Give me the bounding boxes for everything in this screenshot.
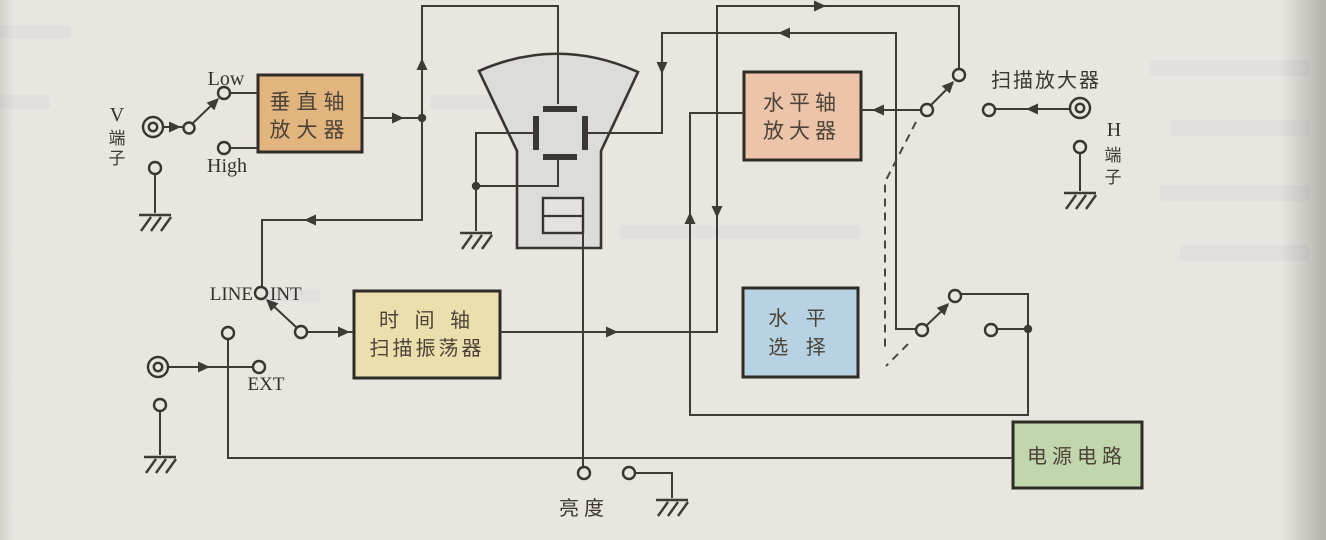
upper-switch-pivot — [919, 102, 935, 118]
crt — [477, 52, 640, 250]
wire-line-to-power — [227, 339, 1013, 459]
h-ground-terminal — [1072, 139, 1088, 155]
vertical-amplifier-label-1: 垂直轴 — [270, 91, 351, 114]
time-base-oscillator-box — [352, 289, 502, 380]
wire-timebase-output — [500, 5, 960, 333]
sweep-amplifier-label: 扫描放大器 — [991, 69, 1101, 92]
v-terminal-label-duan: 端 — [109, 129, 126, 148]
ext-input-connector — [146, 355, 170, 379]
h-terminal-label-zi: 子 — [1105, 168, 1122, 187]
page-edge-shadow-left — [0, 0, 14, 540]
power-supply-label: 电源电路 — [1027, 445, 1127, 468]
horizontal-select-box — [741, 286, 860, 379]
high-label: High — [207, 155, 247, 177]
attenuator-pivot — [182, 121, 196, 135]
h-input-connector — [1068, 96, 1092, 120]
v-ground-terminal — [147, 160, 163, 176]
power-supply-box — [1011, 420, 1144, 490]
time-base-label-2: 扫描振荡器 — [370, 337, 485, 360]
junction-dots — [417, 113, 1033, 334]
high-contact — [216, 140, 232, 156]
crt-envelope — [477, 52, 640, 250]
line-label: LINE — [210, 284, 253, 305]
brightness-terminal-2 — [621, 465, 637, 481]
wire-ganged-switch-linkage — [884, 121, 917, 367]
vertical-amplifier-box — [256, 73, 364, 154]
horizontal-amplifier-box — [742, 70, 863, 162]
h-terminal-label-h: H — [1107, 119, 1121, 141]
h-terminal-label-duan: 端 — [1105, 146, 1122, 165]
terminals — [141, 67, 1092, 481]
sweep-amplifier-terminal — [981, 102, 997, 118]
page-edge-shadow-right — [1280, 0, 1326, 540]
vertical-plate-top — [543, 106, 577, 112]
low-contact — [216, 85, 232, 101]
vertical-plate-bottom — [543, 154, 577, 160]
int-contact — [253, 285, 269, 301]
upper-switch-contact — [951, 67, 967, 83]
v-input-connector — [141, 115, 165, 139]
brightness-terminal-1 — [576, 465, 592, 481]
lower-switch-contact-b — [983, 322, 999, 338]
blocks: 垂直轴 放大器 时 间 轴 扫描振荡器 水平轴 放大器 水 平 选 择 电源电路 — [256, 70, 1144, 490]
deflection-plates — [533, 106, 588, 160]
wire-brightness-ground — [635, 472, 673, 498]
lower-switch-contact-a — [947, 288, 963, 304]
low-label: Low — [208, 68, 245, 90]
line-contact — [220, 325, 236, 341]
horizontal-amplifier-label-2: 放大器 — [763, 120, 841, 143]
diagram-labels: Low High V 端 子 LINE INT EXT 亮度 扫描放大器 H 端… — [109, 68, 1122, 520]
lower-switch-pivot — [914, 322, 930, 338]
int-label: INT — [270, 284, 302, 305]
ext-ground-terminal — [152, 397, 168, 413]
ext-contact — [251, 359, 267, 375]
vertical-amplifier-label-2: 放大器 — [270, 119, 351, 142]
ext-label: EXT — [248, 374, 285, 395]
time-base-label-1: 时 间 轴 — [379, 309, 475, 332]
horizontal-plate-right — [582, 116, 588, 150]
junction-lower-switch — [1023, 324, 1033, 334]
horizontal-plate-left — [533, 116, 539, 150]
wire-lower-switch-common — [689, 112, 1029, 416]
wire-bottom-plate-ground — [476, 160, 559, 187]
wire-vamp-to-trigger — [261, 118, 423, 287]
horizontal-select-label-2: 选 择 — [768, 336, 832, 359]
v-terminal-label-v: V — [110, 104, 125, 126]
junction-vamp-output — [417, 113, 427, 123]
horizontal-amplifier-label-1: 水平轴 — [763, 92, 841, 115]
brightness-label: 亮度 — [559, 497, 609, 520]
wire-left-plate-ground — [475, 132, 534, 231]
horizontal-select-label-1: 水 平 — [768, 307, 832, 330]
v-terminal-label-zi: 子 — [109, 149, 126, 168]
junction-plate-ground — [471, 181, 481, 191]
trigger-pivot — [293, 324, 309, 340]
